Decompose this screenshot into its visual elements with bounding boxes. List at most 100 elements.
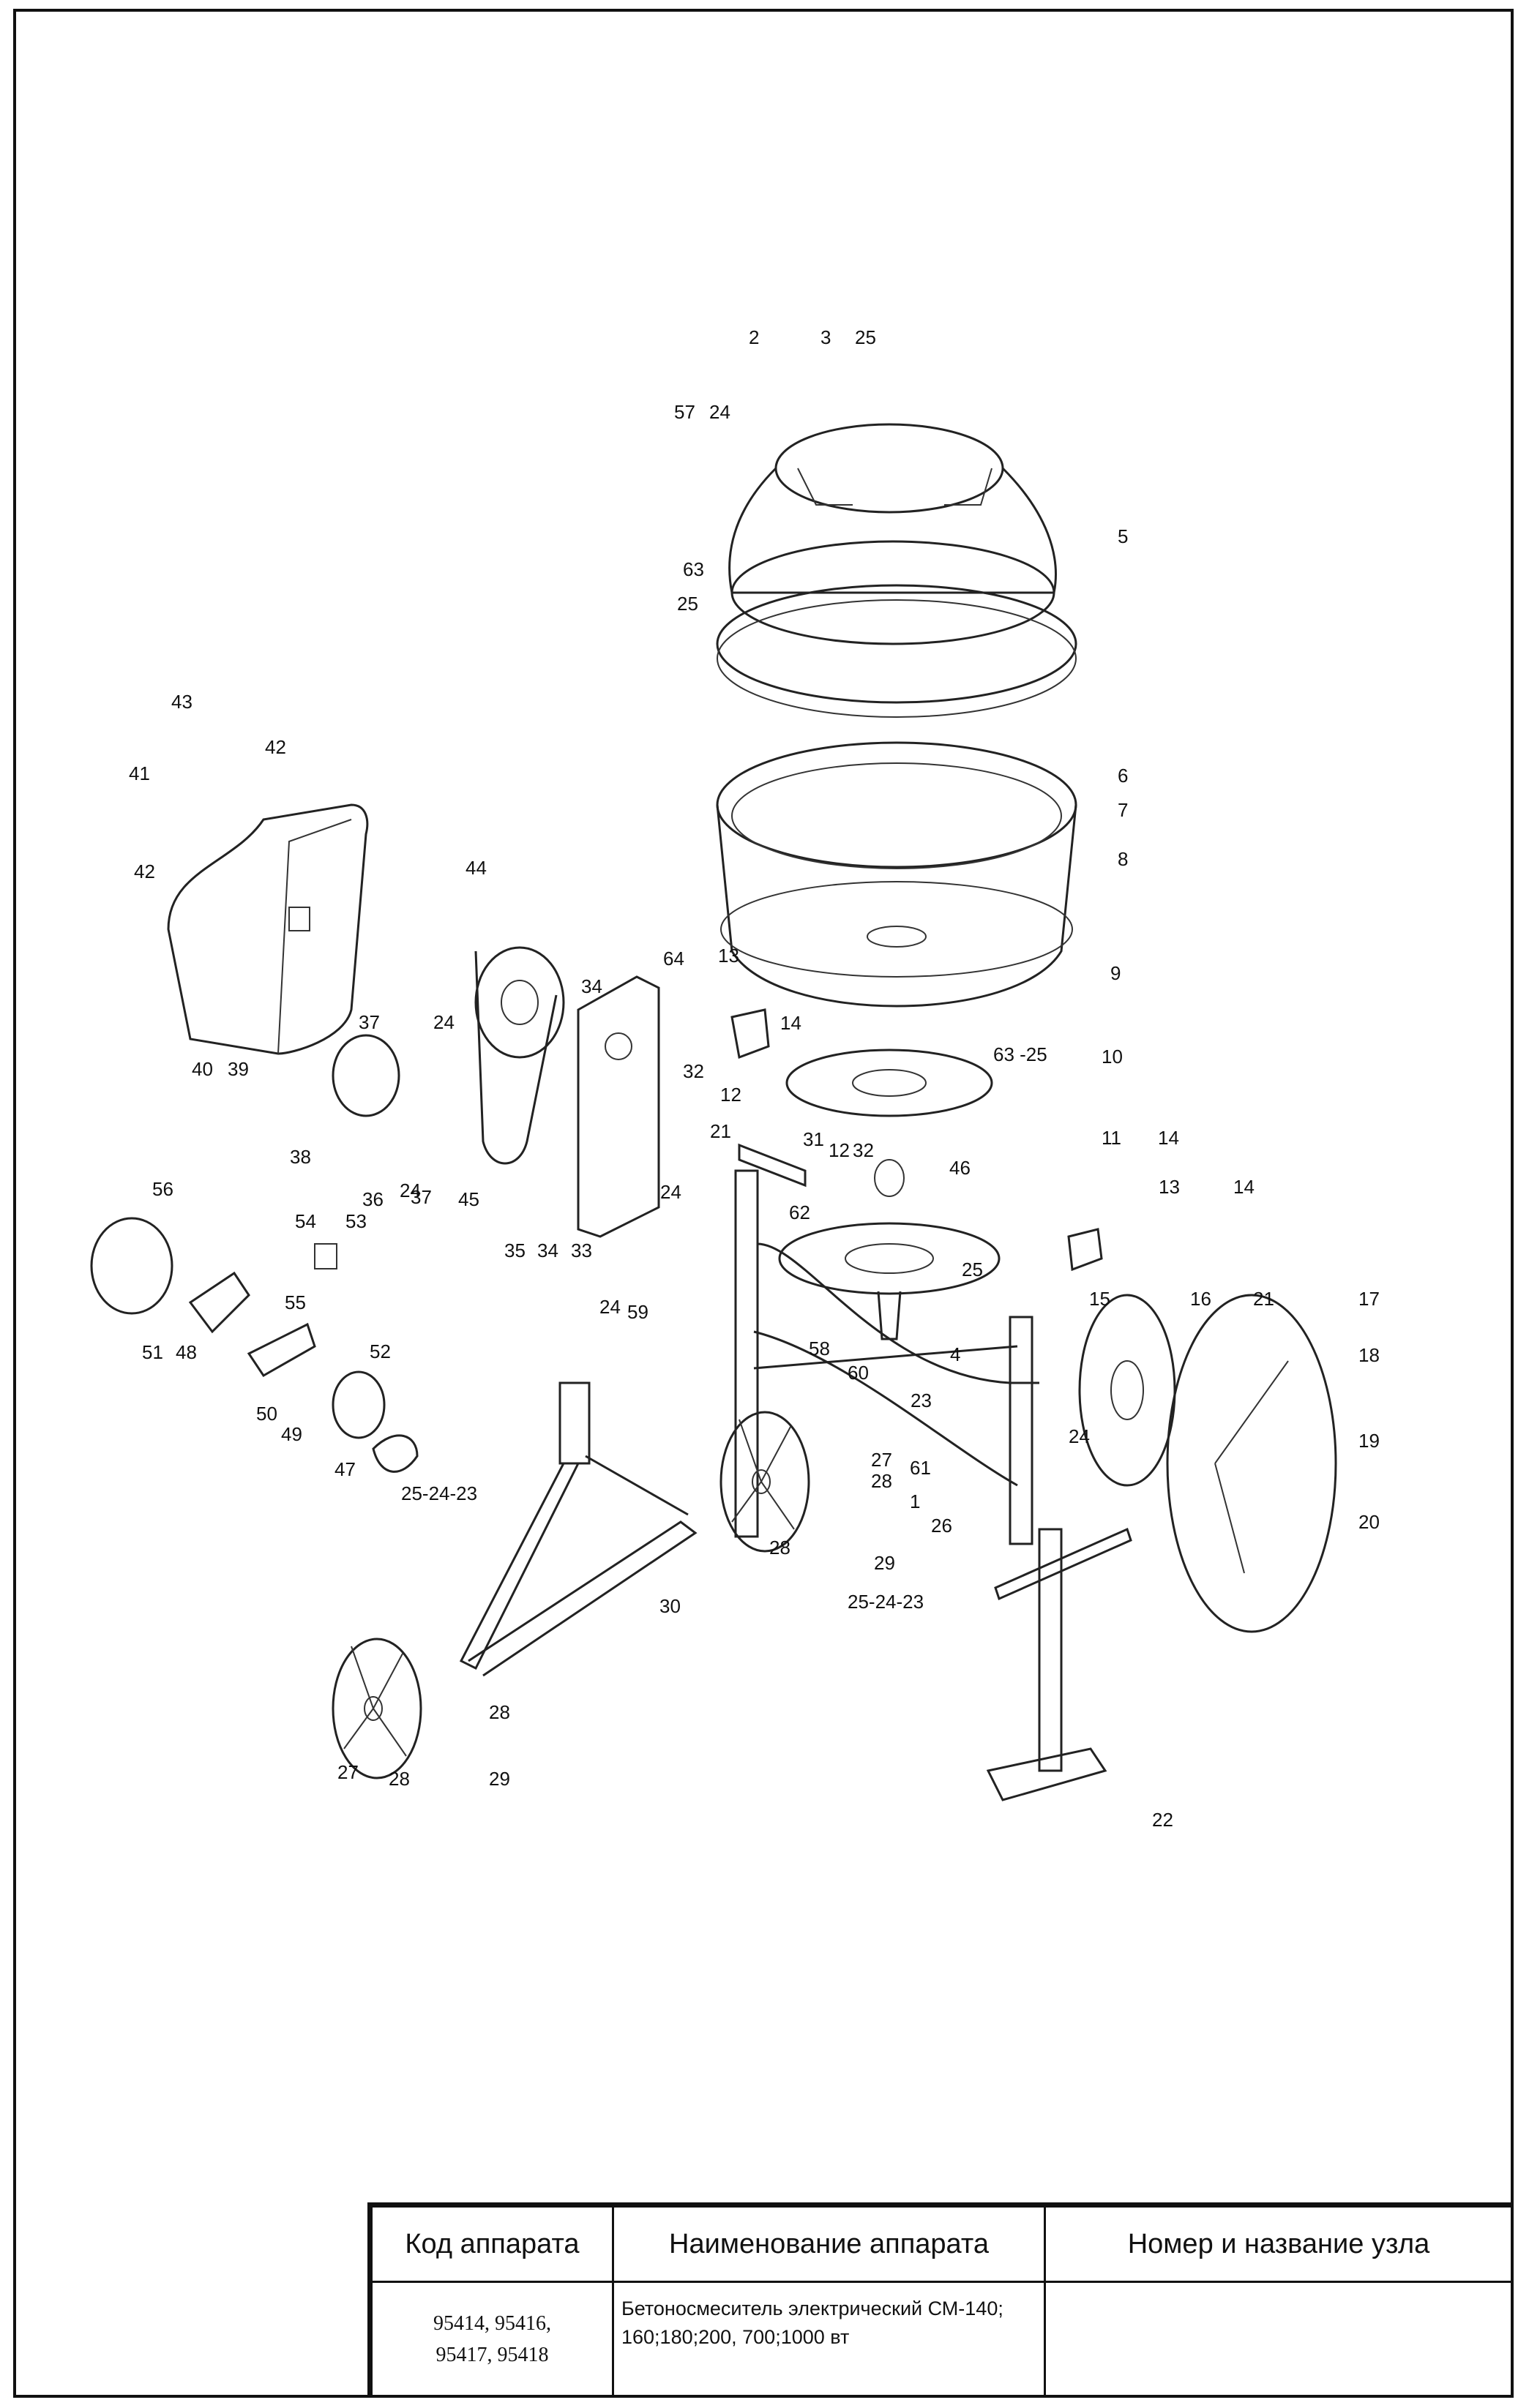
callout-label: 14 (1233, 1176, 1255, 1198)
callout-label: 32 (683, 1060, 704, 1082)
callout-label: 9 (1110, 962, 1121, 984)
callout-label: 24 (400, 1179, 421, 1201)
code-line-2: 95417, 95418 (435, 2344, 549, 2366)
callout-label: 41 (129, 762, 150, 784)
motor-parts (90, 1034, 419, 1473)
callout-label: 28 (389, 1768, 410, 1790)
callout-label: 27 (337, 1761, 359, 1783)
name-line-1: Бетоносмеситель электрический СМ-140; (621, 2298, 1003, 2319)
callout-label: 64 (663, 948, 684, 969)
callout-label: 25 (962, 1259, 983, 1280)
callout-label: 23 (911, 1389, 932, 1411)
callout-label: 32 (853, 1139, 874, 1161)
callout-label: 57 (674, 401, 695, 423)
callout-label: 63 (683, 558, 704, 580)
title-block: Код аппарата Наименование аппарата Номер… (367, 2202, 1514, 2398)
callout-label: 42 (265, 736, 286, 758)
callout-label: 39 (228, 1058, 249, 1080)
callout-label: 33 (571, 1239, 592, 1261)
callout-label: 14 (1158, 1127, 1179, 1149)
callout-label: 36 (362, 1188, 384, 1210)
callout-label: 22 (1152, 1809, 1173, 1831)
callout-label: 1 (910, 1490, 920, 1512)
callout-label: 13 (1159, 1176, 1180, 1198)
callout-label: 61 (910, 1457, 931, 1479)
drum-bowl (716, 741, 1077, 1008)
callout-label: 30 (659, 1595, 681, 1617)
callout-label: 12 (829, 1139, 850, 1161)
callout-label: 20 (1358, 1511, 1380, 1533)
callout-label: 25 (855, 326, 876, 348)
callout-label: 16 (1190, 1288, 1211, 1310)
callout-label: 12 (720, 1084, 741, 1106)
callout-label: 21 (1253, 1288, 1274, 1310)
wheels (332, 1411, 810, 1779)
callout-label: 24 (1069, 1425, 1090, 1447)
callout-label: 37 (359, 1011, 380, 1033)
callout-label: 24 (660, 1181, 681, 1203)
callout-label: 56 (152, 1178, 173, 1200)
callout-label: 19 (1358, 1430, 1380, 1452)
callout-label: 62 (789, 1201, 810, 1223)
drum-top-cone (716, 423, 1077, 718)
callout-label: 55 (285, 1291, 306, 1313)
callout-label: 10 (1102, 1046, 1123, 1068)
callout-label: 34 (537, 1239, 558, 1261)
callout-label: 29 (489, 1768, 510, 1790)
callout-label: 7 (1118, 799, 1128, 821)
tow-bar (459, 1381, 698, 1677)
callout-label: 60 (848, 1362, 869, 1384)
callout-label: 59 (627, 1301, 648, 1323)
drum-flange (778, 1049, 1001, 1340)
callout-label: 4 (950, 1343, 960, 1365)
callout-label: 25 (677, 593, 698, 615)
title-block-table: Код аппарата Наименование аппарата Номер… (370, 2205, 1514, 2398)
mixer-stand (734, 1169, 1132, 1801)
callout-label: 28 (489, 1701, 510, 1723)
callout-label: 35 (504, 1239, 526, 1261)
callout-label: 47 (334, 1458, 356, 1480)
motor-cover (167, 803, 369, 1055)
callout-label: 17 (1358, 1288, 1380, 1310)
callout-label: 8 (1118, 848, 1128, 870)
code-header: Код аппарата (370, 2205, 614, 2283)
pulley-and-belt (474, 946, 660, 1238)
callout-label: 45 (458, 1188, 479, 1210)
pinion-assembly (730, 1008, 1103, 1272)
callout-label: 24 (599, 1296, 621, 1318)
callout-label: 6 (1118, 765, 1128, 787)
callout-label: 18 (1358, 1344, 1380, 1366)
callout-label: 15 (1089, 1288, 1110, 1310)
callout-label: 31 (803, 1128, 824, 1150)
callout-label: 3 (820, 326, 831, 348)
callout-label: 26 (931, 1515, 952, 1537)
code-cell: 95414, 95416, 95417, 95418 (370, 2281, 614, 2398)
callout-label: 24 (433, 1011, 455, 1033)
callout-label: 40 (192, 1058, 213, 1080)
callout-label: 27 (871, 1449, 892, 1471)
callout-label: 49 (281, 1423, 302, 1445)
callout-label: 21 (710, 1120, 731, 1142)
name-header: Наименование аппарата (612, 2205, 1046, 2283)
callout-label: 28 (871, 1470, 892, 1492)
callout-label: 38 (290, 1146, 311, 1168)
callout-label: 50 (256, 1403, 277, 1425)
callout-label: 53 (345, 1210, 367, 1232)
assembly-cell (1044, 2281, 1514, 2398)
callout-label: 24 (709, 401, 730, 423)
callout-label: 13 (718, 945, 739, 967)
callout-label: 46 (949, 1157, 971, 1179)
name-cell: Бетоносмеситель электрический СМ-140; 16… (612, 2281, 1046, 2398)
callout-label: 29 (874, 1552, 895, 1574)
callout-label: 52 (370, 1340, 391, 1362)
callout-label: 54 (295, 1210, 316, 1232)
callout-label: 11 (1102, 1127, 1121, 1149)
callout-label: 5 (1118, 525, 1128, 547)
callout-label: 42 (134, 860, 155, 882)
callout-label: 25-24-23 (848, 1591, 924, 1613)
callout-label: 34 (581, 975, 602, 997)
name-line-2: 160;180;200, 700;1000 вт (621, 2326, 850, 2349)
callout-label: 44 (466, 857, 487, 879)
